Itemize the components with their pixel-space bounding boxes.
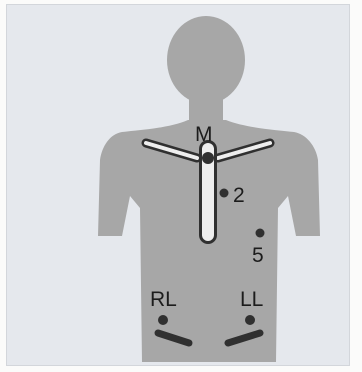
electrode-m <box>202 152 214 164</box>
electrode-v5 <box>256 229 265 238</box>
electrode-v2 <box>220 189 229 198</box>
electrode-rl <box>158 315 168 325</box>
label-ll: LL <box>240 288 263 311</box>
label-v5: 5 <box>252 244 264 267</box>
label-rl: RL <box>150 288 177 311</box>
head <box>167 16 245 104</box>
label-v2: 2 <box>233 184 245 207</box>
electrode-ll <box>245 315 255 325</box>
label-m: M <box>195 123 213 146</box>
